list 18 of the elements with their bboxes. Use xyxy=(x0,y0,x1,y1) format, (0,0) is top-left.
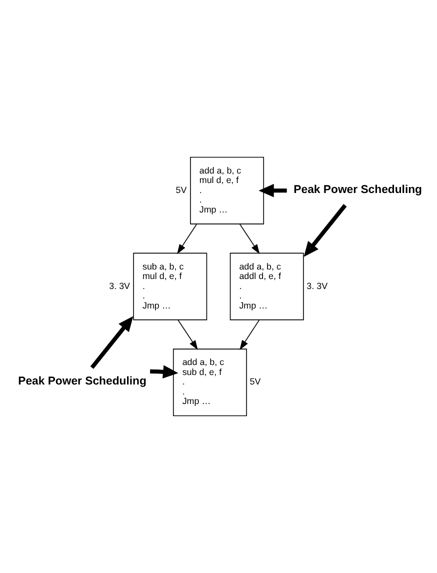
node-text: Peak Power Scheduling xyxy=(18,376,146,388)
node-label: 5V xyxy=(250,376,261,387)
arrow xyxy=(239,224,260,254)
node-label: 5V xyxy=(176,184,187,195)
arrow xyxy=(258,184,287,198)
arrow xyxy=(90,316,134,369)
arrow xyxy=(304,204,347,257)
node-box: add a, b, c addl d, e, f . . Jmp … xyxy=(230,252,304,320)
arrow xyxy=(178,320,198,350)
node-box: sub a, b, c mul d, e, f . . Jmp … xyxy=(133,252,208,320)
node-label: 3. 3V xyxy=(306,280,328,291)
node-label: 3. 3V xyxy=(109,280,130,291)
node-box: add a, b, c sub d, e, f . . Jmp … xyxy=(172,348,247,416)
node-box: add a, b, c mul d, e, f . . Jmp … xyxy=(190,156,264,224)
node-text: Peak Power Scheduling xyxy=(294,184,422,196)
arrow xyxy=(177,224,198,254)
arrow xyxy=(240,320,260,350)
arrow xyxy=(150,365,178,378)
